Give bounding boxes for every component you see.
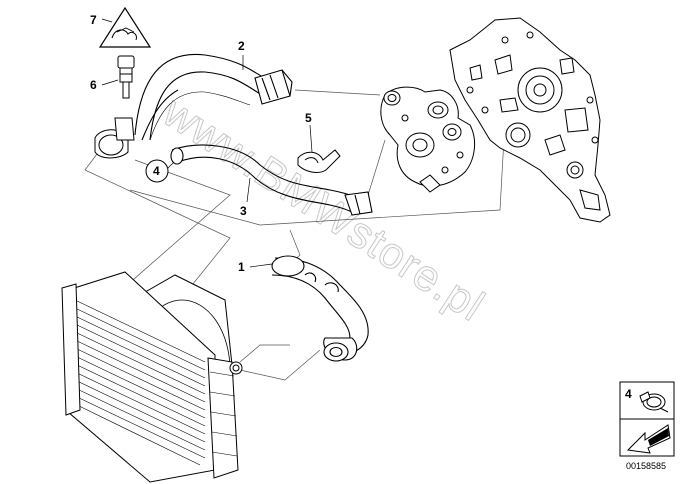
callout-4: 4: [145, 159, 175, 183]
callout-3: 3: [240, 177, 251, 218]
callout-5-label: 5: [305, 111, 312, 125]
legend-item-number: 4: [625, 387, 632, 401]
callout-3-label: 3: [240, 204, 247, 218]
callout-1: 1: [238, 260, 273, 274]
timing-cover: [449, 17, 611, 223]
radiator: [61, 271, 243, 483]
hose-3[interactable]: [170, 144, 373, 216]
warning-triangle-icon: [98, 6, 152, 48]
callout-7: 7: [90, 13, 113, 27]
water-pump: [380, 86, 476, 193]
callout-5: 5: [305, 111, 313, 153]
callout-6: 6: [90, 78, 119, 92]
callout-2: 2: [238, 39, 245, 70]
callout-6-label: 6: [90, 78, 97, 92]
temperature-sensor[interactable]: [117, 55, 135, 99]
hose-2[interactable]: [134, 53, 293, 141]
coolant-connector[interactable]: [94, 117, 135, 159]
callout-1-label: 1: [238, 260, 245, 274]
hose-clamp-icon: [639, 391, 669, 413]
callout-7-label: 7: [90, 13, 97, 27]
bracket-clip[interactable]: [297, 149, 341, 173]
direction-arrow-icon: [626, 424, 671, 454]
hose-1[interactable]: [271, 255, 369, 362]
diagram-reference-number: 00158585: [626, 461, 666, 471]
callout-4-label: 4: [153, 164, 160, 178]
legend-box: 4: [619, 381, 675, 457]
callout-2-label: 2: [238, 39, 245, 53]
